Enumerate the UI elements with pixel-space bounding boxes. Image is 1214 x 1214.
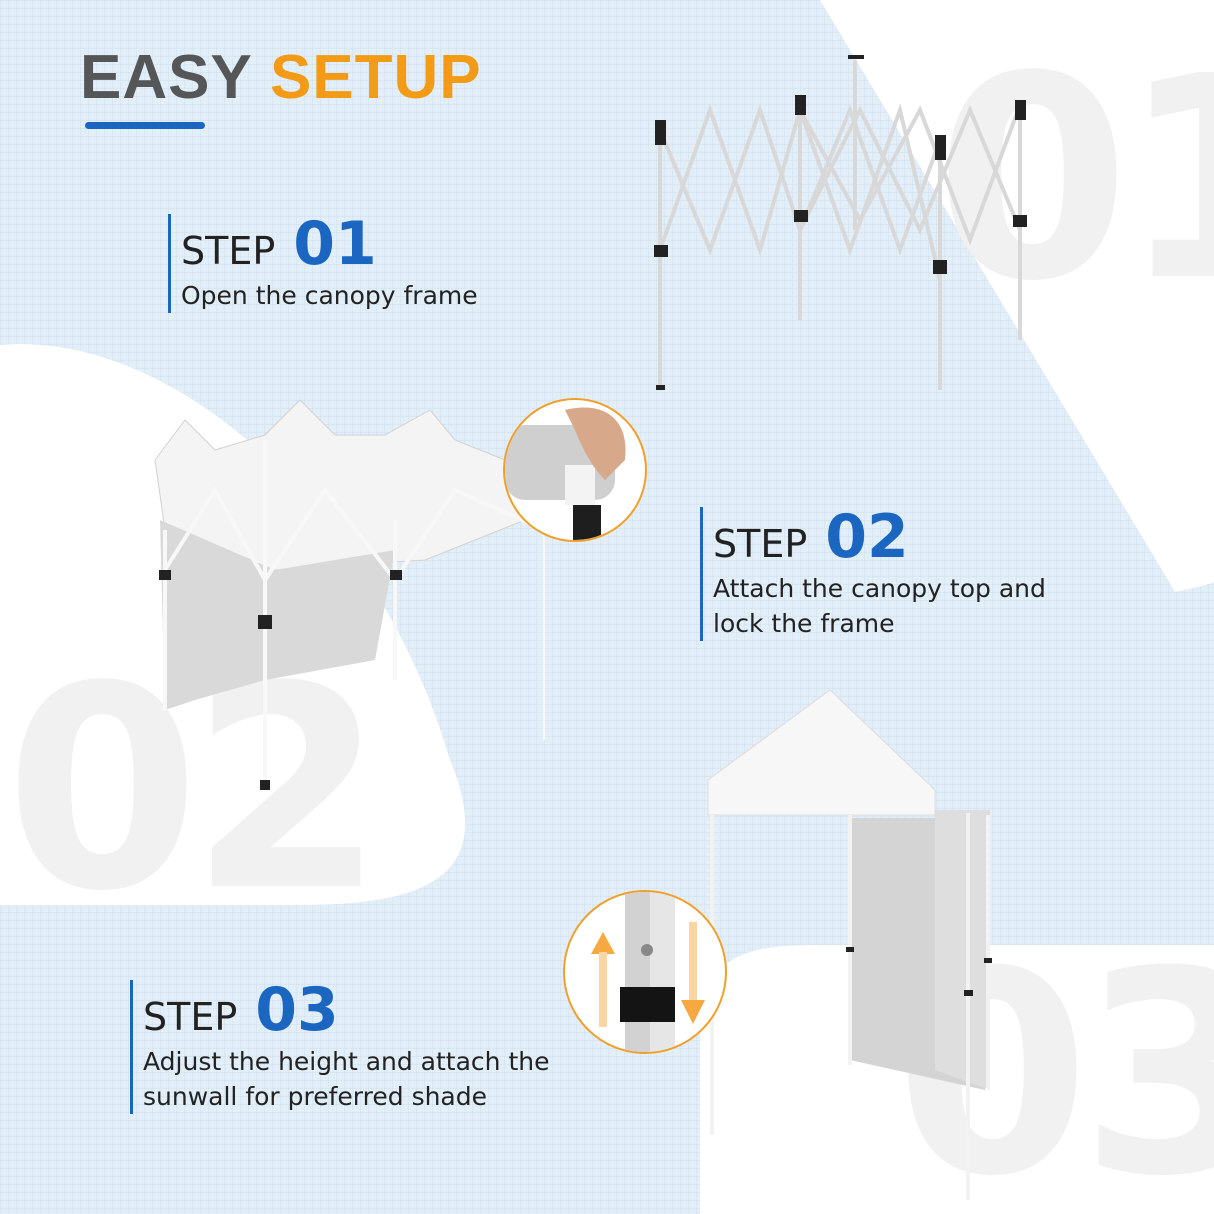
page-title: EASY SETUP [80,42,482,113]
step-03-number: 03 [255,975,339,1045]
title-underline [85,122,205,129]
step-01-description: Open the canopy frame [181,281,478,310]
step-03-description-line1: Adjust the height and attach the [143,1047,550,1076]
step-01-label: STEP [181,229,276,273]
step-02-number: 02 [825,502,909,572]
down-arrow-icon [681,922,705,1024]
title-word-easy: EASY [80,43,252,112]
canopy-with-sunwall-image [707,689,992,1200]
open-canopy-frame-image [654,55,1027,390]
title-word-setup: SETUP [269,43,482,112]
step-02-description-line1: Attach the canopy top and [713,574,1046,603]
step-01-number: 01 [293,209,377,279]
step-03-label: STEP [143,995,238,1039]
height-adjust-inset [563,890,727,1054]
step-03-description-line2: sunwall for preferred shade [143,1082,488,1111]
step-02-label: STEP [713,522,808,566]
velcro-attach-inset [503,398,647,542]
step-02-description-line2: lock the frame [713,609,895,638]
canopy-top-attached-image [154,399,545,790]
up-arrow-icon [591,932,615,1027]
background-numeral-01: 01 [935,17,1214,343]
